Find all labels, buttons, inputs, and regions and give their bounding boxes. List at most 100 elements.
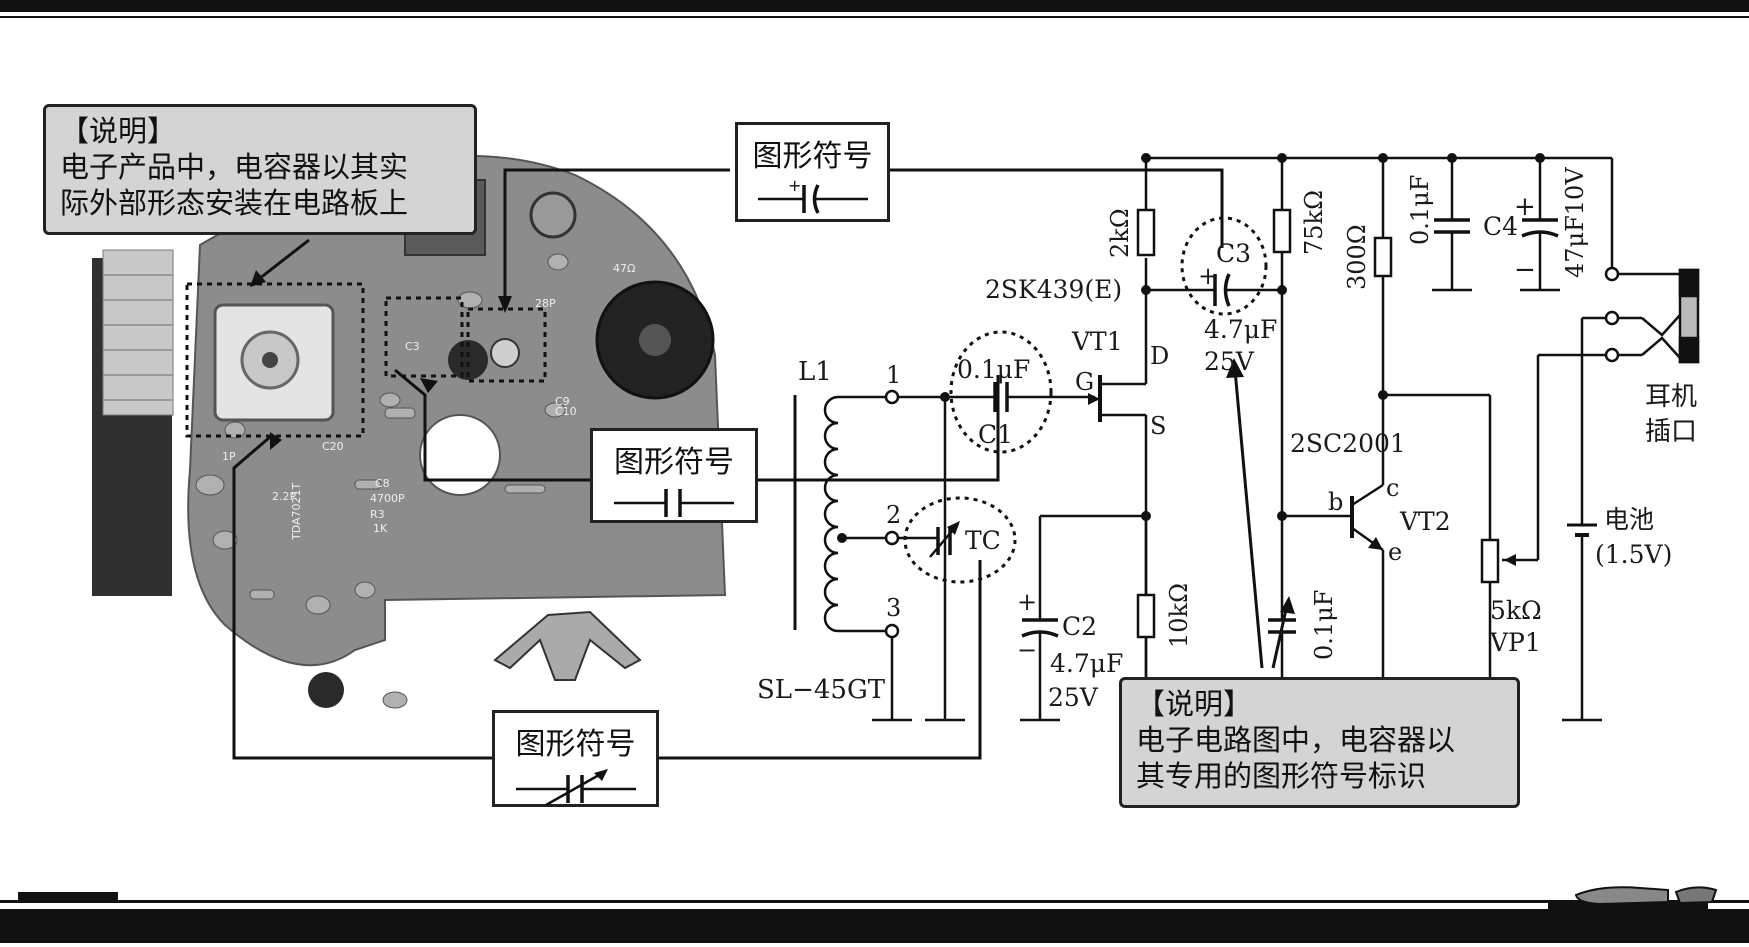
c4-plus: + [1514,192,1536,222]
jack-terminal-mid [1604,310,1620,326]
jack-terminal-top [1604,266,1620,282]
symbol-box-fixed: 图形符号 [590,428,758,523]
svg-text:C10: C10 [555,405,577,418]
photo-note: 【说明】 电子产品中，电容器以其实 际外部形态安装在电路板上 [43,104,477,235]
vt2-base: b [1328,488,1343,516]
highlight-circles [903,216,1268,584]
circuit-note-line2: 其专用的图形符号标识 [1136,759,1427,793]
symbol-box-variable-label: 图形符号 [515,727,636,762]
l1-pin1-terminal [884,389,900,405]
tc-name: TC [965,526,1001,555]
l1-name: L1 [798,357,832,387]
circuit-note-line1: 电子电路图中，电容器以 [1136,723,1456,757]
highlight-c1 [949,330,1053,454]
highlight-c3 [1180,216,1268,316]
vp1-name: VP1 [1489,628,1541,657]
vt1-name: VT1 [1071,327,1123,356]
symbol-box-fixed-label: 图形符号 [614,445,734,480]
svg-text:1K: 1K [373,522,388,535]
connector-lines [232,168,1289,760]
c4-name: C4 [1483,212,1518,241]
electrolytic-cap-mid [490,338,520,368]
c1-value: 0.1μF [957,355,1030,384]
svg-text:C20: C20 [322,440,344,453]
vp1-resistor [1480,538,1500,584]
l1-pin1: 1 [886,361,901,389]
r-10k [1136,593,1156,639]
l1-pin3-terminal [884,623,900,639]
l1-pin2: 2 [886,501,901,529]
variable-capacitor-icon [515,769,636,807]
r10k-value: 10kΩ [1165,583,1193,648]
l1-coil [823,395,839,633]
coil-turns [103,274,173,401]
svg-text:TDA7021T: TDA7021T [290,482,303,541]
c1-name: C1 [978,420,1013,449]
svg-text:4700P: 4700P [370,492,405,505]
pcb-silkscreen: 47Ω 28P C9 C8 4700P R3 1K C20 1P TDA7021… [222,262,635,541]
svg-text:2.2P: 2.2P [272,490,296,503]
vt2-emitter: e [1388,538,1402,566]
svg-text:C9: C9 [555,395,570,408]
vt1-part: 2SK439(E) [985,275,1122,304]
jack-label-2: 插口 [1645,417,1697,447]
c01a-value: 0.1μF [1406,175,1434,245]
symbol-box-electrolytic: 图形符号 + [735,122,890,222]
c2-name: C2 [1062,612,1097,641]
c3-voltage: 25V [1204,347,1255,376]
c4-value: 47μF10V [1561,167,1589,278]
bottom-frame-line [0,900,1749,903]
vp1-value: 5kΩ [1490,596,1542,625]
bottom-right-tab [1548,903,1708,943]
vt1-drain: D [1150,342,1169,370]
junction-dots [837,153,1545,543]
top-frame-bar [0,0,1749,12]
c3-plus: + [1198,262,1218,290]
svg-text:R3: R3 [370,508,385,521]
l1-part: SL−45GT [757,675,886,705]
arrow-heads [250,270,1295,614]
photo-note-line2: 际外部形态安装在电路板上 [60,186,409,220]
svg-text:C8: C8 [375,477,390,490]
c2-plus: + [1017,588,1037,616]
vt1-gate: G [1075,368,1094,396]
highlight-tuning-cap [185,282,365,438]
svg-text:28P: 28P [535,297,556,310]
vt2-collector: c [1386,474,1399,502]
schematic-arrows [947,393,1516,566]
c4-minus: − [1514,255,1536,285]
symbol-box-variable: 图形符号 [492,710,659,807]
r300-value: 300Ω [1343,224,1371,290]
schematic-labels: L1 1 2 3 SL−45GT 0.1μF C1 TC VT1 2SK439(… [757,167,1697,712]
r-75k [1272,208,1292,254]
c2-voltage: 25V [1048,683,1099,712]
highlight-ceramic-cap [384,296,464,378]
highlight-electrolytic-cap [466,307,547,383]
electrolytic-cap-top [529,191,577,239]
c01b-value: 0.1μF [1310,590,1338,660]
c2-value: 4.7μF [1050,649,1123,678]
c3-name: C3 [1216,239,1251,268]
bottom-left-tab [18,892,118,900]
pencil-decoration [1574,886,1718,906]
battery-value: (1.5V) [1595,540,1672,569]
r75k-value: 75kΩ [1300,190,1328,255]
bottom-frame-bar [0,909,1749,943]
svg-text:47Ω: 47Ω [613,262,635,275]
svg-text:+: + [788,179,801,195]
circuit-note-title: 【说明】 [1136,687,1253,721]
small-components [195,253,569,709]
vt2-name: VT2 [1399,507,1451,536]
transistor-lower [308,672,344,708]
l1-pin3: 3 [886,594,901,622]
battery-name: 电池 [1604,505,1654,534]
photo-note-line1: 电子产品中，电容器以其实 [60,150,409,184]
r2k-value: 2kΩ [1106,208,1134,258]
transistor-body [448,340,488,380]
svg-text:C3: C3 [405,340,420,353]
electrolytic-capacitor-icon: + [757,179,868,214]
svg-text:1P: 1P [222,450,236,463]
photo-note-title: 【说明】 [60,114,177,148]
